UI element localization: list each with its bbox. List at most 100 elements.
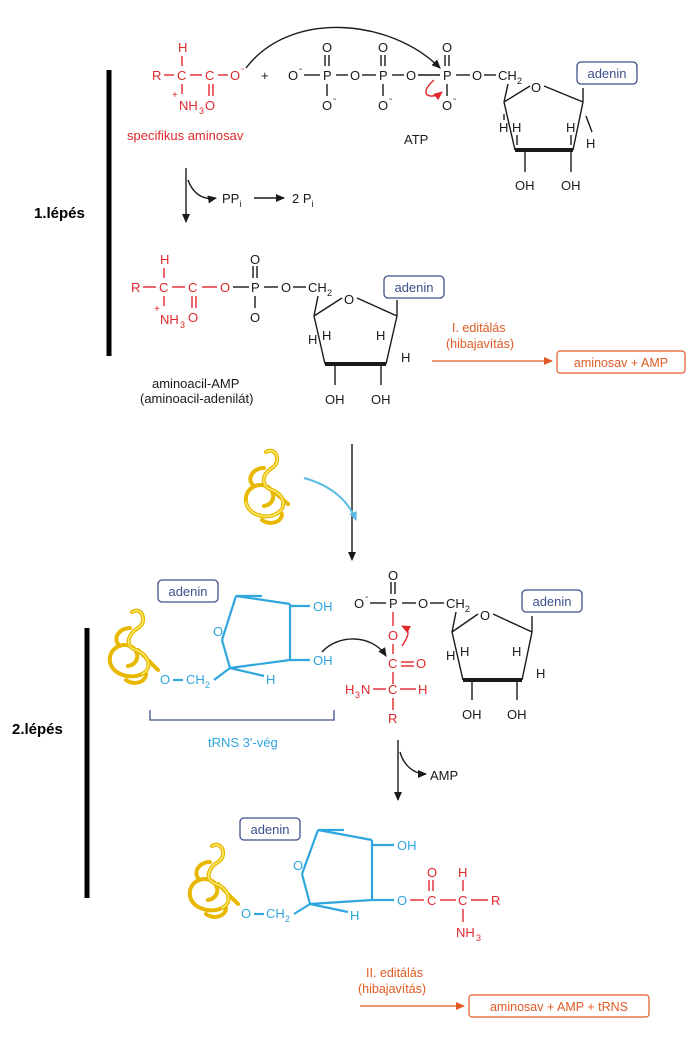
svg-text:P: P	[389, 596, 398, 611]
svg-text:O: O	[288, 68, 298, 83]
svg-text:O: O	[293, 858, 303, 873]
svg-text:OH: OH	[515, 178, 535, 193]
svg-text:3: 3	[355, 690, 360, 700]
svg-text:NH: NH	[179, 98, 198, 113]
svg-text:O: O	[281, 280, 291, 295]
ppi-label: PPi	[222, 191, 241, 209]
svg-text:+: +	[154, 304, 160, 315]
svg-text:P: P	[443, 68, 452, 83]
svg-text:3: 3	[199, 106, 204, 116]
svg-text:O: O	[406, 68, 416, 83]
svg-text:OH: OH	[561, 178, 581, 193]
svg-text:H: H	[308, 332, 317, 347]
svg-text:CH: CH	[308, 280, 327, 295]
first-editing-sub: (hibajavítás)	[446, 337, 514, 351]
svg-text:C: C	[188, 280, 197, 295]
svg-text:O: O	[160, 672, 170, 687]
svg-text:H: H	[566, 120, 575, 135]
svg-text:O: O	[416, 656, 426, 671]
svg-text:C: C	[205, 68, 214, 83]
svg-text:OH: OH	[313, 653, 333, 668]
svg-text:C: C	[388, 682, 397, 697]
second-editing-product-box: aminosav + AMP + tRNS	[468, 994, 650, 1018]
second-editing-title: II. editálás	[366, 966, 423, 980]
step1-label: 1.lépés	[34, 205, 85, 222]
svg-text:OH: OH	[313, 599, 333, 614]
svg-text:O: O	[354, 596, 364, 611]
trna-approach-arrow	[303, 477, 357, 521]
svg-text:2: 2	[285, 914, 290, 924]
svg-text:P: P	[379, 68, 388, 83]
adenine-box-1: adenin	[576, 61, 638, 85]
trna-icon-incoming	[243, 448, 290, 525]
svg-text:O: O	[442, 98, 452, 113]
trna-ribose: O H OH OH	[213, 594, 333, 687]
svg-text:H: H	[586, 136, 595, 151]
svg-text:C: C	[458, 893, 467, 908]
svg-text:CH: CH	[498, 68, 517, 83]
svg-text:H: H	[458, 865, 467, 880]
svg-text:O: O	[230, 68, 240, 83]
second-editing-sub: (hibajavítás)	[358, 982, 426, 996]
amino-acid-structure: H R C C O - O + NH 3	[152, 40, 244, 116]
svg-text:H: H	[401, 350, 410, 365]
svg-text:OH: OH	[325, 392, 345, 407]
svg-text:+: +	[261, 68, 269, 83]
adenine-box-4: adenin	[521, 589, 583, 613]
first-editing-product-box: aminosav + AMP	[556, 350, 686, 374]
svg-text:O: O	[427, 865, 437, 880]
svg-text:H: H	[460, 644, 469, 659]
svg-text:H: H	[499, 120, 508, 135]
svg-text:O: O	[205, 98, 215, 113]
svg-text:P: P	[251, 280, 260, 295]
svg-text:OH: OH	[507, 707, 527, 722]
specific-amino-acid-label: specifikus aminosav	[127, 128, 244, 143]
trna-end-label: tRNS 3'-vég	[208, 735, 278, 750]
product-aminoacyl-group: O C O C H R NH 3	[397, 865, 500, 943]
svg-text:O: O	[388, 628, 398, 643]
svg-text:2: 2	[465, 604, 470, 614]
electron-shift-arrow	[425, 79, 443, 101]
svg-text:O: O	[220, 280, 230, 295]
svg-text:2: 2	[517, 76, 522, 86]
svg-text:-: -	[389, 94, 392, 105]
svg-text:2: 2	[205, 680, 210, 690]
svg-text:O: O	[213, 624, 223, 639]
svg-text:O: O	[531, 80, 541, 95]
adenine-box-2: adenin	[383, 275, 445, 299]
svg-text:CH: CH	[186, 672, 205, 687]
svg-text:adenin: adenin	[532, 594, 571, 609]
svg-text:-: -	[241, 64, 244, 75]
svg-text:O: O	[322, 98, 332, 113]
svg-text:H: H	[446, 648, 455, 663]
svg-text:P: P	[323, 68, 332, 83]
svg-text:O: O	[344, 292, 354, 307]
svg-text:NH: NH	[456, 925, 475, 940]
svg-text:R: R	[131, 280, 140, 295]
svg-text:R: R	[388, 711, 397, 726]
svg-text:2: 2	[327, 288, 332, 298]
svg-text:C: C	[177, 68, 186, 83]
svg-text:3: 3	[180, 320, 185, 330]
svg-text:N: N	[361, 682, 370, 697]
svg-text:O: O	[397, 893, 407, 908]
svg-text:O: O	[250, 310, 260, 325]
svg-text:O: O	[322, 40, 332, 55]
svg-text:H: H	[322, 328, 331, 343]
svg-text:H: H	[376, 328, 385, 343]
product-ribose: O H OH	[293, 828, 417, 923]
svg-text:OH: OH	[371, 392, 391, 407]
svg-text:H: H	[536, 666, 545, 681]
step2-label: 2.lépés	[12, 721, 63, 738]
svg-text:O: O	[388, 568, 398, 583]
svg-text:H: H	[350, 908, 359, 923]
svg-text:OH: OH	[462, 707, 482, 722]
svg-text:R: R	[491, 893, 500, 908]
svg-text:H: H	[512, 644, 521, 659]
svg-text:aminosav + AMP + tRNS: aminosav + AMP + tRNS	[490, 1000, 628, 1014]
svg-text:+: +	[172, 90, 178, 101]
svg-text:adenin: adenin	[394, 280, 433, 295]
svg-text:H: H	[160, 252, 169, 267]
